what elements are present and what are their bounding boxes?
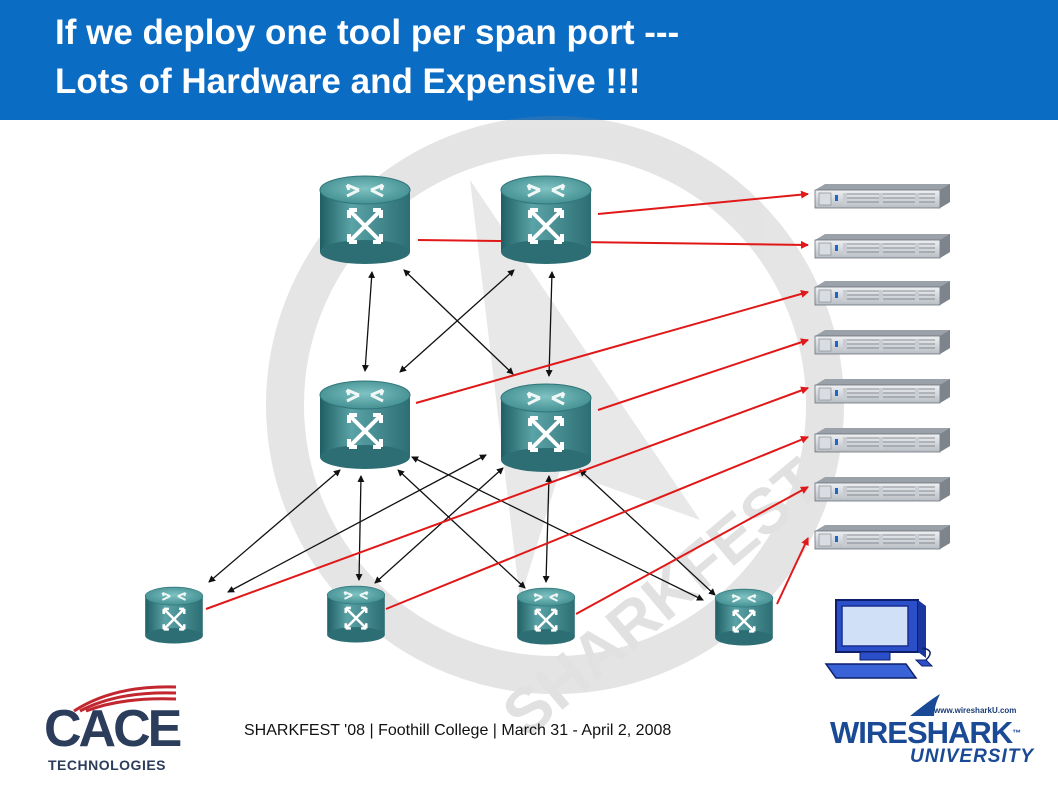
link-dist2-access4 (579, 469, 716, 596)
access-router-3 (515, 586, 577, 646)
span-link-2 (417, 239, 809, 249)
span-link-6 (385, 435, 809, 610)
slide-title-line-2: Lots of Hardware and Expensive !!! (55, 62, 641, 101)
wordmark-wire: WIRE (830, 715, 908, 750)
cace-swoosh-icon (73, 685, 177, 713)
wireshark-url: www.wiresharkU.com (934, 706, 1017, 715)
wireshark-wordmark: WIRESHARK™ (830, 715, 1021, 750)
access-router-4 (713, 587, 775, 647)
rack-server-icon (814, 524, 951, 550)
distribution-router-2 (499, 382, 593, 474)
rack-server-icon (814, 476, 951, 502)
span-link-4 (597, 338, 809, 411)
rack-server-icon (814, 233, 951, 259)
span-link-3 (415, 290, 809, 404)
title-bar: If we deploy one tool per span port --- … (0, 0, 1058, 120)
access-router-1 (143, 585, 205, 645)
wordmark-shark: SHARK (906, 715, 1013, 750)
trademark-symbol: ™ (1012, 728, 1021, 738)
link-core1-dist1 (361, 271, 376, 372)
link-dist2-access3 (542, 475, 553, 583)
span-link-7 (575, 486, 809, 615)
rack-server-icon (814, 280, 951, 306)
link-dist1-access3 (397, 469, 526, 589)
wireshark-university-label: UNIVERSITY (910, 746, 1035, 767)
span-link-5 (205, 386, 809, 610)
access-router-2 (325, 584, 387, 644)
slide-title-line-1: If we deploy one tool per span port --- (55, 13, 680, 52)
link-core2-dist2 (545, 271, 556, 377)
cace-technologies-logo: CACE TECHNOLOGIES (44, 683, 184, 778)
cace-logo-name: CACE (44, 700, 182, 758)
link-dist2-access2 (374, 467, 504, 584)
rack-server-icon (814, 378, 951, 404)
rack-server-icon (814, 183, 951, 209)
span-link-8 (776, 537, 809, 605)
core-router-2 (499, 174, 593, 266)
wireshark-university-logo: www.wiresharkU.com WIRESHARK™ UNIVERSITY (830, 694, 1033, 774)
switch-links (208, 269, 716, 601)
link-core2-dist1 (399, 269, 515, 373)
rack-server-icon (814, 329, 951, 355)
span-link-1 (597, 190, 809, 215)
span-links (205, 190, 809, 615)
workstation-icon (824, 599, 934, 679)
shark-fin-icon (910, 694, 940, 716)
footer-text: SHARKFEST '08 | Foothill College | March… (244, 722, 672, 739)
cace-logo-subtitle: TECHNOLOGIES (48, 757, 167, 773)
distribution-router-1 (318, 379, 412, 471)
rack-server-icon (814, 427, 951, 453)
core-router-1 (318, 174, 412, 266)
